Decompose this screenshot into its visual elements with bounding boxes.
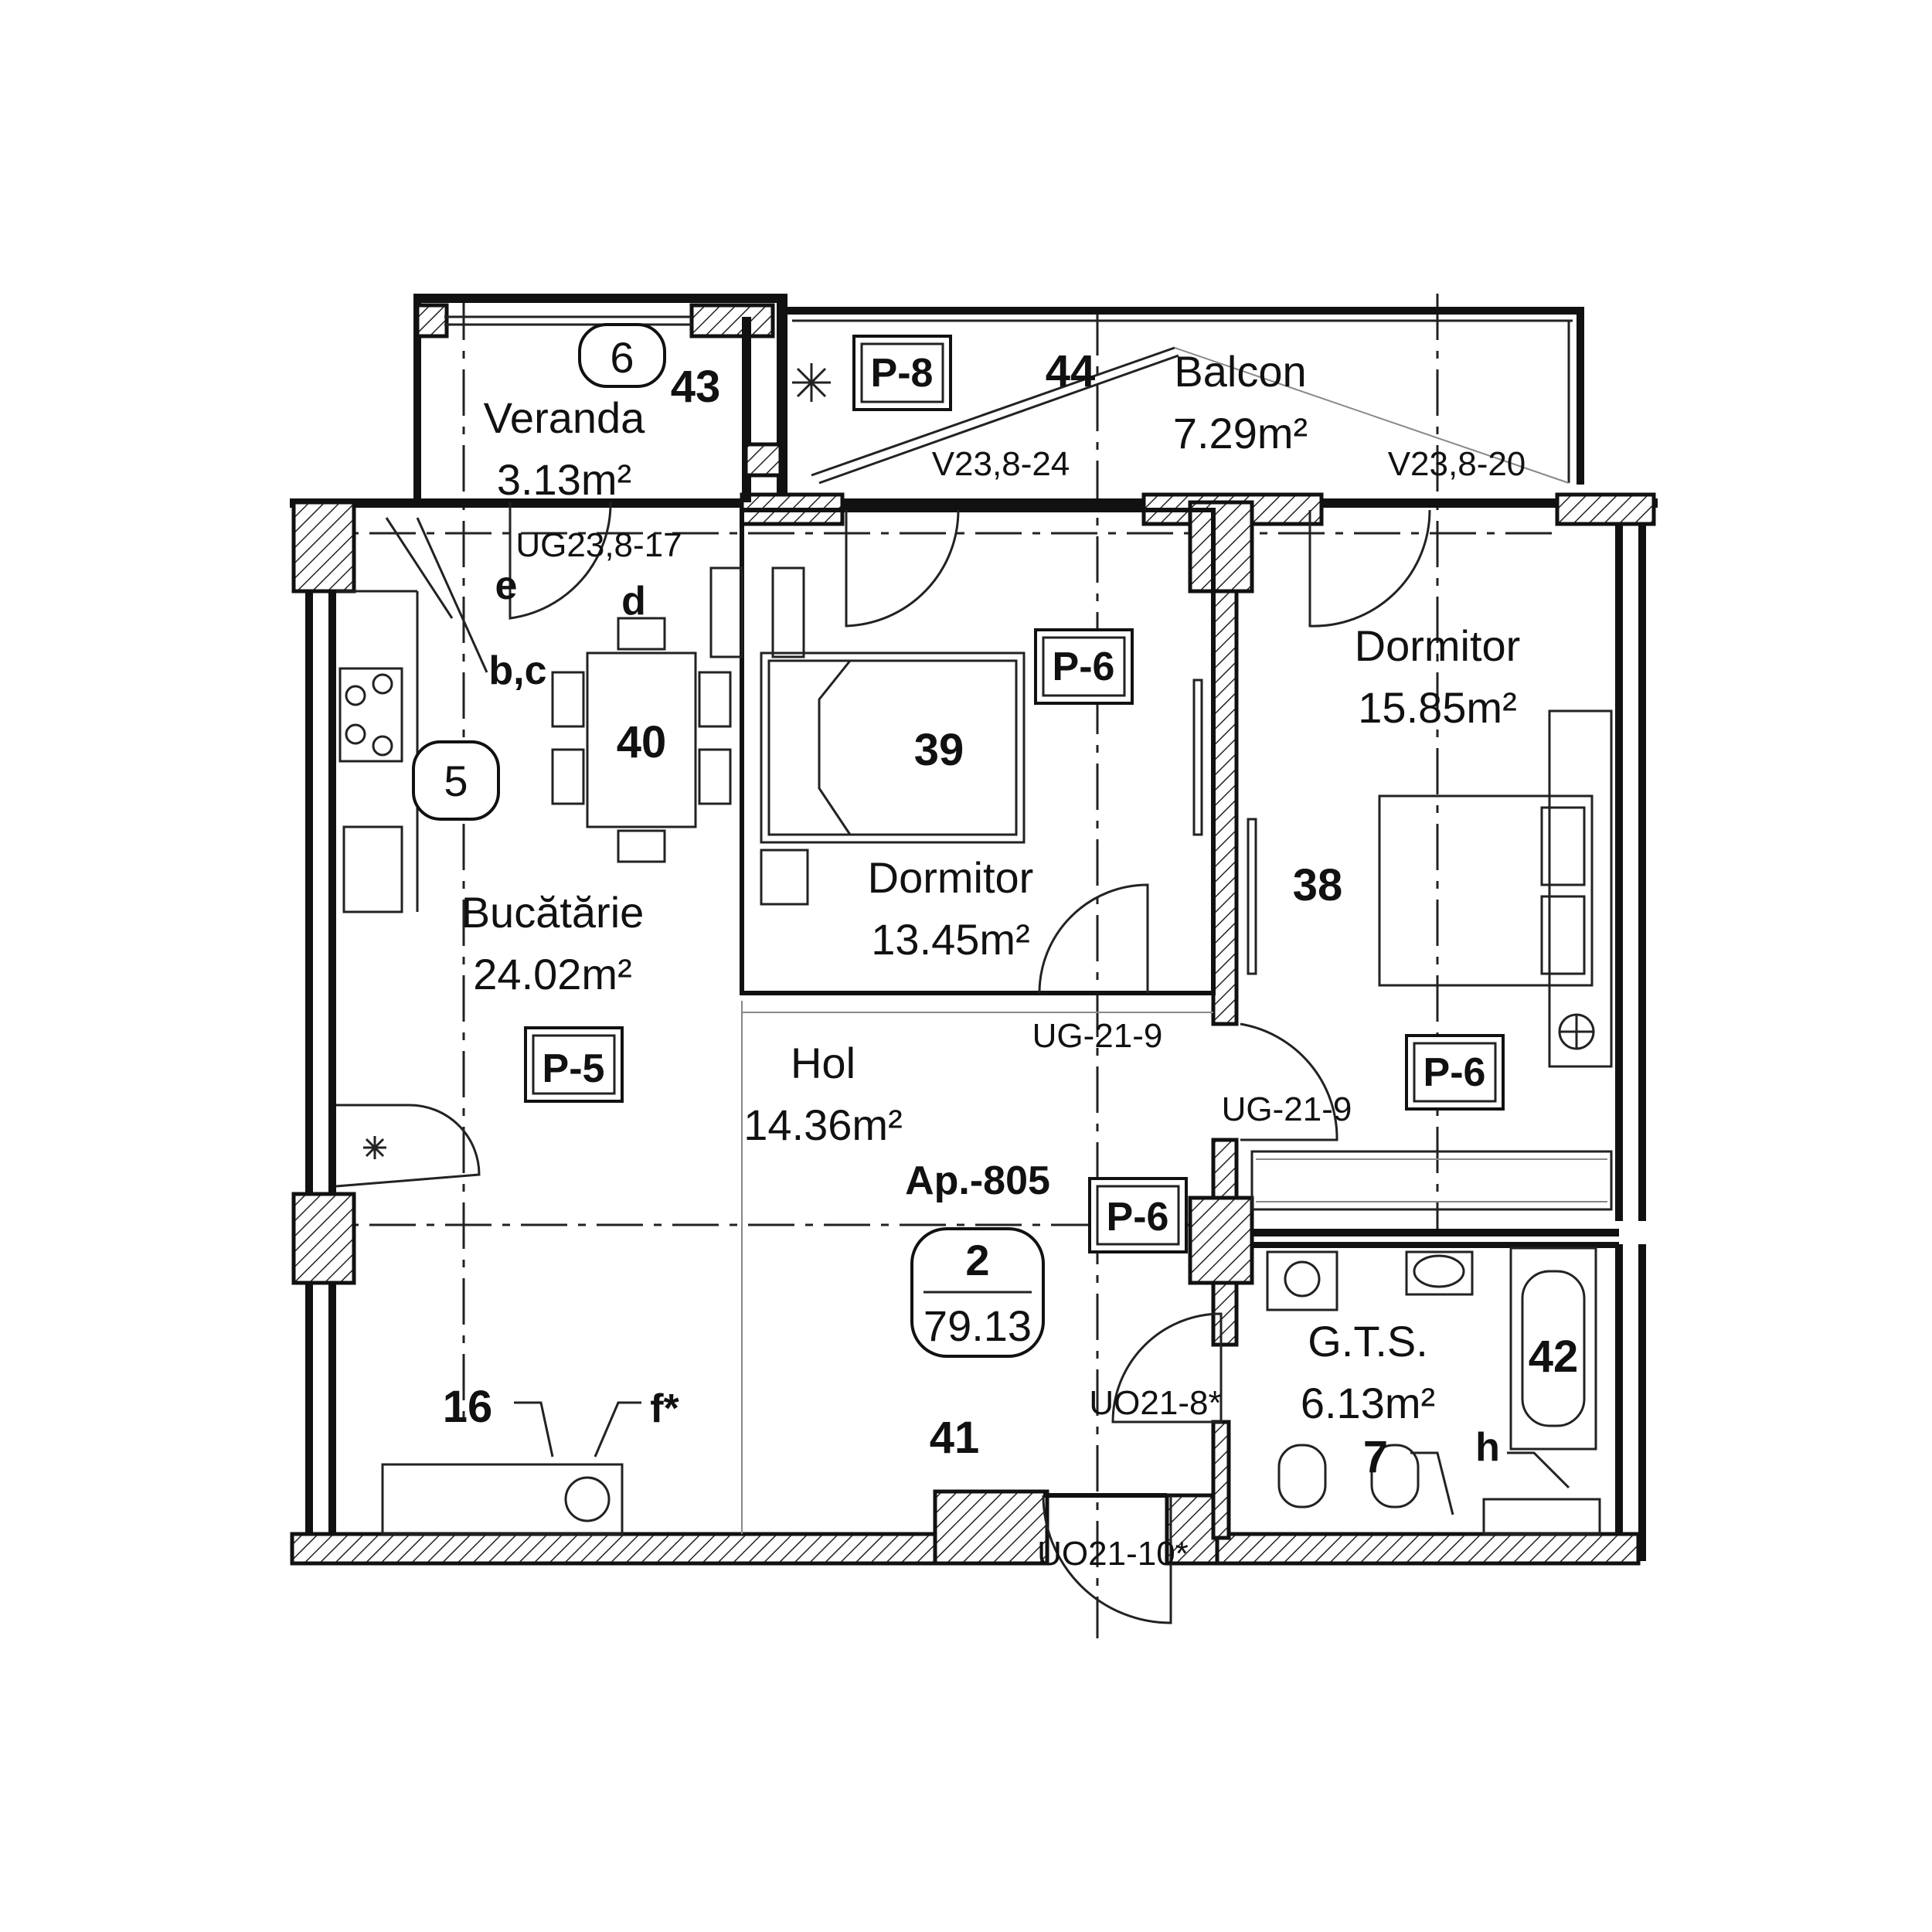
number-16: 16 (443, 1382, 493, 1432)
dining-table (586, 651, 697, 828)
number-40: 40 (617, 717, 667, 767)
room-area-dormitor-2: 15.85m² (1358, 683, 1516, 732)
item-numbers: 43 44 40 39 38 41 42 16 7 (443, 346, 1579, 1482)
code-v23-8-20: V23,8-20 (1388, 445, 1526, 483)
apartment-rooms-count: 2 (965, 1236, 989, 1284)
bed (1378, 794, 1594, 987)
toilet (1277, 1444, 1327, 1509)
code-ug23-8-17: UG23,8-17 (515, 526, 682, 564)
plant-icon (1558, 1013, 1595, 1050)
apartment-total-area: 79.13 (923, 1301, 1032, 1350)
tag-p5: P-5 (543, 1046, 605, 1091)
number-44: 44 (1046, 346, 1096, 396)
sink-icon (342, 825, 403, 913)
tag-boxes (412, 323, 1505, 1358)
opening-codes: V23,8-24 V23,8-20 UG23,8-17 UG-21-9 UG-2… (515, 445, 1526, 1573)
letter-labels: e d b,c f* h (488, 563, 1499, 1470)
tag-labels: P-8 P-6 P-6 P-5 P-6 (543, 351, 1486, 1240)
letter-f: f* (650, 1386, 679, 1431)
letter-e: e (495, 563, 518, 608)
code-uo21-10: UO21-10* (1037, 1535, 1189, 1573)
room-area-gts: 6.13m² (1301, 1379, 1435, 1427)
letter-h: h (1475, 1425, 1500, 1470)
room-name-bucatarie: Bucătărie (461, 888, 645, 937)
fan-icon (363, 1136, 386, 1159)
number-42: 42 (1529, 1332, 1579, 1382)
room-area-veranda: 3.13m² (497, 455, 631, 504)
room-name-dormitor-1: Dormitor (868, 853, 1034, 902)
apartment-label: Ap.-805 (905, 1158, 1050, 1203)
room-name-dormitor-2: Dormitor (1355, 621, 1521, 670)
tag-p6-bedroom-2: P-6 (1423, 1050, 1486, 1095)
number-39: 39 (914, 725, 964, 775)
washbasin (1405, 1250, 1474, 1296)
apartment-info: Ap.-805 2 79.13 (905, 1158, 1050, 1350)
circle-labels: 6 5 (444, 333, 634, 805)
doors (444, 315, 1431, 1624)
room-labels: Veranda 3.13m² Balcon 7.29m² Bucătărie 2… (461, 347, 1521, 1427)
tag-p6-hol: P-6 (1107, 1195, 1169, 1240)
code-ug-21-9-bedroom-2: UG-21-9 (1222, 1090, 1352, 1128)
letter-d: d (621, 579, 646, 624)
code-v23-8-24: V23,8-24 (932, 445, 1070, 483)
room-area-hol: 14.36m² (743, 1100, 902, 1149)
number-38: 38 (1293, 860, 1343, 910)
room-name-veranda: Veranda (484, 393, 645, 442)
number-43: 43 (671, 362, 721, 412)
circle-6: 6 (610, 333, 634, 382)
room-name-balcon: Balcon (1174, 347, 1306, 396)
snowflake-icon (792, 363, 831, 402)
bed (760, 651, 1026, 844)
room-area-balcon: 7.29m² (1173, 409, 1308, 457)
number-7: 7 (1363, 1432, 1388, 1482)
tag-p8: P-8 (871, 351, 934, 396)
circle-5: 5 (444, 757, 468, 805)
room-area-bucatarie: 24.02m² (473, 950, 631, 998)
stove-icon (345, 673, 393, 757)
code-ug-21-9-bedroom-1: UG-21-9 (1032, 1017, 1163, 1055)
tag-p6-bedroom-1: P-6 (1053, 645, 1115, 689)
washing-machine (1266, 1250, 1338, 1311)
room-name-hol: Hol (791, 1039, 855, 1087)
furniture (335, 346, 1613, 1536)
code-uo21-8: UO21-8* (1089, 1384, 1221, 1422)
walls (290, 294, 1658, 1566)
room-area-dormitor-1: 13.45m² (871, 915, 1029, 964)
leader-lines (385, 517, 1570, 1515)
bathtub (1509, 1247, 1597, 1451)
letter-bc: b,c (488, 648, 546, 693)
bidet (1370, 1444, 1420, 1509)
number-41: 41 (930, 1413, 980, 1463)
room-name-gts: G.T.S. (1308, 1317, 1428, 1366)
